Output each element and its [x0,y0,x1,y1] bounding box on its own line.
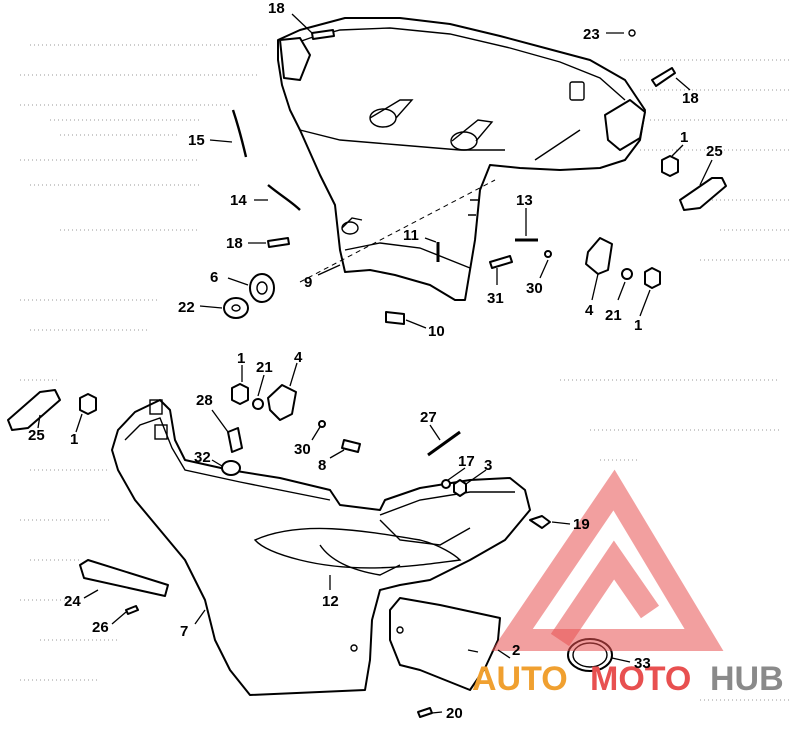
callout-14: 14 [230,192,247,209]
callout-20: 20 [446,705,463,722]
callout-18: 18 [268,0,285,17]
upper-hardware [223,29,727,325]
lower-hardware [7,383,613,718]
callout-19: 19 [573,516,590,533]
callout-21: 21 [256,359,273,376]
callout-22: 22 [178,299,195,316]
callout-24: 24 [64,593,81,610]
callout-4: 4 [585,302,594,319]
callout-15: 15 [188,132,205,149]
automotohub-watermark-logo: AUTO MOTO HUB [472,469,784,698]
callout-25: 25 [706,143,723,160]
watermark-word-moto: MOTO [590,660,691,698]
callout-7: 7 [180,623,188,640]
callout-10: 10 [428,323,445,340]
callout-18: 18 [682,90,699,107]
callout-25: 25 [28,427,45,444]
callout-1: 1 [237,350,245,367]
callout-13: 13 [516,192,533,209]
lower-cowl-part-7 [111,399,531,696]
callout-21: 21 [605,307,622,324]
callout-18: 18 [226,235,243,252]
callout-6: 6 [210,269,218,286]
callout-27: 27 [420,409,437,426]
callout-31: 31 [487,290,504,307]
callout-32: 32 [194,449,211,466]
callout-4: 4 [294,349,303,366]
callout-28: 28 [196,392,213,409]
callout-17: 17 [458,453,475,470]
callout-2: 2 [512,642,520,659]
callout-26: 26 [92,619,109,636]
callout-30: 30 [294,441,311,458]
callout-labels: 18 23 18 15 1 25 14 13 11 18 6 9 31 30 4… [28,0,723,722]
background-dot-lines [20,44,790,701]
callout-3: 3 [484,457,492,474]
callout-11: 11 [403,227,419,244]
leader-lines [37,13,713,714]
callout-8: 8 [318,457,326,474]
callout-1: 1 [70,431,78,448]
watermark-triangle [491,469,724,651]
upper-cowl-part-9 [277,17,646,301]
watermark-inner-mark [550,540,660,647]
callout-1: 1 [634,317,642,334]
callout-12: 12 [322,593,339,610]
watermark-word-hub: HUB [710,660,784,698]
callout-30: 30 [526,280,543,297]
callout-1: 1 [680,129,688,146]
callout-33: 33 [634,655,651,672]
watermark-word-auto: AUTO [472,660,568,698]
callout-23: 23 [583,26,600,43]
callout-9: 9 [304,274,312,291]
